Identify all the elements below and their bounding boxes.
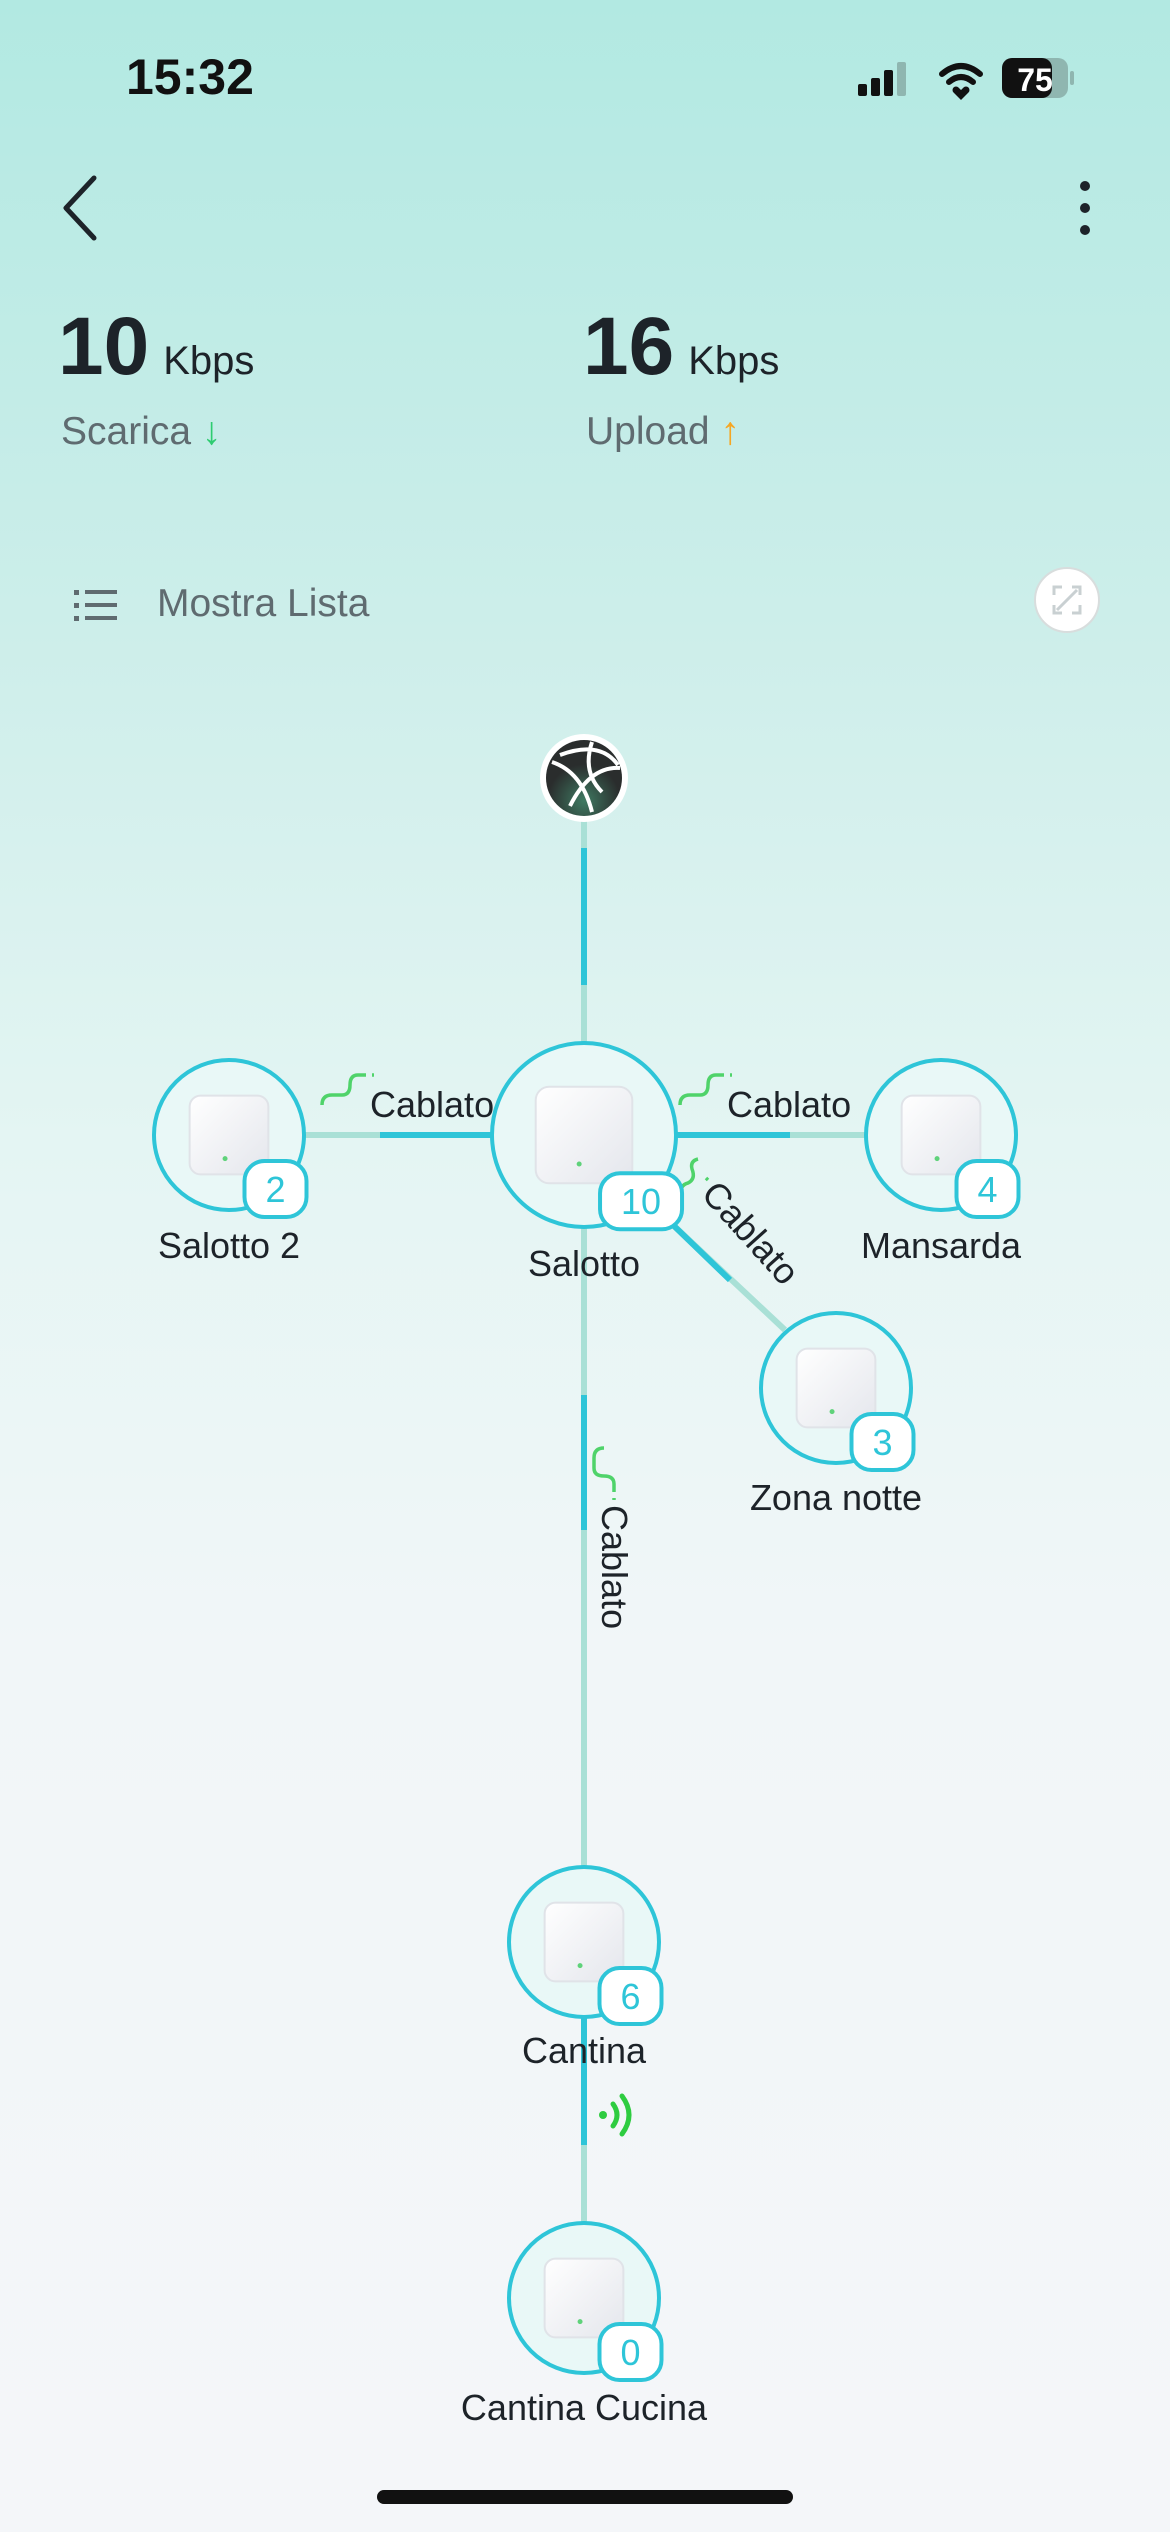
show-list-button[interactable] bbox=[74, 588, 118, 624]
router-cube-icon bbox=[795, 1347, 877, 1429]
svg-text:Cablato: Cablato bbox=[370, 1084, 494, 1125]
upload-value: 16 bbox=[583, 301, 675, 392]
wifi-icon bbox=[939, 63, 983, 100]
download-value: 10 bbox=[58, 301, 150, 392]
internet-node bbox=[540, 734, 628, 822]
more-menu-button[interactable] bbox=[1070, 178, 1100, 242]
client-count: 2 bbox=[265, 1169, 285, 1210]
client-count-badge bbox=[849, 1412, 916, 1472]
client-count: 3 bbox=[872, 1422, 892, 1463]
wired-icon bbox=[592, 1446, 616, 1500]
svg-text:Cablato: Cablato bbox=[727, 1084, 851, 1125]
globe-icon bbox=[546, 740, 622, 816]
wired-label-zona-notte: Cablato bbox=[678, 1157, 808, 1293]
router-cube-icon bbox=[900, 1094, 982, 1176]
download-unit: Kbps bbox=[163, 339, 255, 383]
back-button[interactable] bbox=[58, 172, 108, 242]
client-count: 0 bbox=[620, 2332, 640, 2373]
status-time: 15:32 bbox=[126, 49, 254, 105]
client-count: 10 bbox=[621, 1181, 661, 1222]
wired-label-cantina: Cablato bbox=[592, 1446, 635, 1629]
node-name: Mansarda bbox=[861, 1225, 1022, 1266]
expand-button[interactable] bbox=[1032, 565, 1102, 635]
router-cube-icon bbox=[543, 2257, 625, 2339]
download-label: Scarica ↓ bbox=[61, 410, 221, 454]
upload-unit: Kbps bbox=[688, 339, 780, 383]
client-count: 4 bbox=[977, 1169, 997, 1210]
wired-icon bbox=[678, 1157, 710, 1196]
client-count-badge bbox=[598, 1171, 685, 1232]
chevron-left-icon bbox=[63, 175, 97, 241]
svg-text:Cablato: Cablato bbox=[594, 1505, 635, 1629]
battery-icon: 75 bbox=[1002, 58, 1074, 98]
node-name: Cantina Cucina bbox=[461, 2387, 708, 2428]
wireless-icon bbox=[599, 2093, 632, 2137]
router-cube-icon bbox=[188, 1094, 270, 1176]
node-name: Zona notte bbox=[750, 1477, 922, 1518]
status-icons: 75 bbox=[858, 58, 1074, 100]
client-count-badge bbox=[597, 2322, 664, 2382]
client-count-badge bbox=[954, 1159, 1021, 1219]
upload-label-text: Upload bbox=[586, 410, 710, 453]
arrow-up-icon: ↑ bbox=[720, 410, 740, 453]
router-cube-icon bbox=[543, 1901, 625, 1983]
upload-speed: 16 Kbps bbox=[583, 300, 779, 394]
node-name: Salotto 2 bbox=[158, 1225, 300, 1266]
wired-label-mansarda: Cablato bbox=[678, 1073, 851, 1125]
signal-icon bbox=[858, 62, 906, 96]
more-vertical-icon bbox=[1080, 181, 1090, 235]
download-speed: 10 Kbps bbox=[58, 300, 254, 394]
home-indicator bbox=[377, 2490, 793, 2504]
wired-icon bbox=[320, 1073, 374, 1106]
upload-label: Upload ↑ bbox=[586, 410, 740, 454]
node-name: Salotto bbox=[528, 1243, 640, 1284]
show-list-label[interactable]: Mostra Lista bbox=[157, 582, 370, 625]
download-label-text: Scarica bbox=[61, 410, 192, 453]
expand-icon bbox=[1052, 585, 1082, 615]
svg-text:75: 75 bbox=[1017, 62, 1053, 98]
svg-text:Cablato: Cablato bbox=[694, 1173, 808, 1293]
router-cube-icon bbox=[534, 1085, 634, 1185]
wired-label-salotto2: Cablato bbox=[320, 1073, 494, 1125]
client-count-badge bbox=[597, 1966, 664, 2026]
list-icon bbox=[74, 590, 117, 621]
arrow-down-icon: ↓ bbox=[201, 410, 222, 453]
client-count-badge bbox=[242, 1159, 309, 1219]
wired-icon bbox=[678, 1073, 732, 1106]
node-name: Cantina bbox=[522, 2030, 647, 2071]
client-count: 6 bbox=[620, 1976, 640, 2017]
